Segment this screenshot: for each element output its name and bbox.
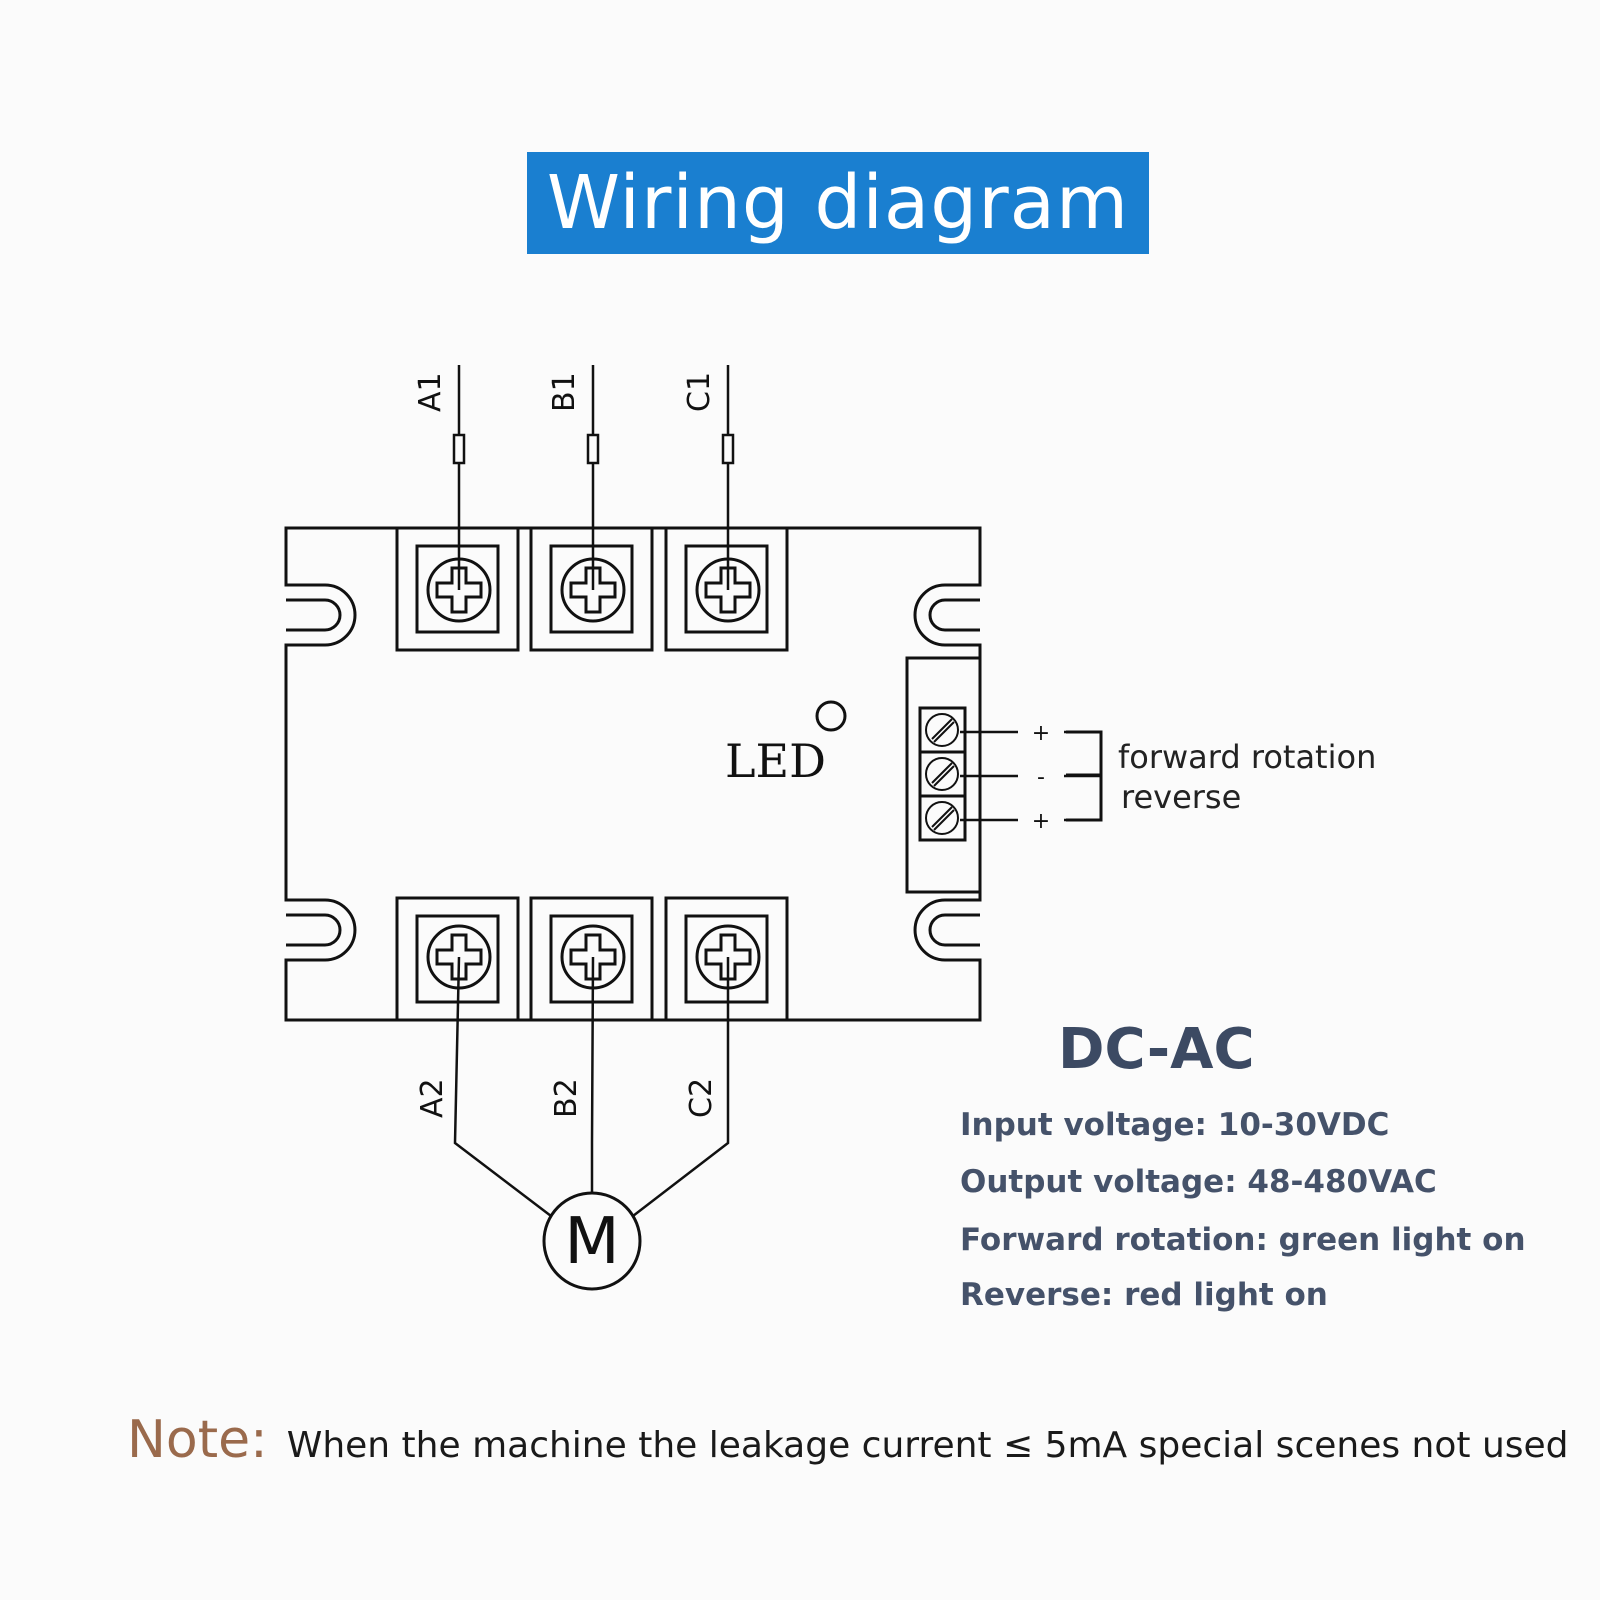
- control-sign-1: +: [1032, 721, 1050, 746]
- note-label: Note:: [127, 1410, 268, 1470]
- motor-label: M: [564, 1205, 619, 1279]
- terminal-c2-inner-frame: [684, 914, 769, 1004]
- terminal-b1-screw-cross: [569, 566, 617, 614]
- wire-a2: [453, 956, 552, 1217]
- fuse-a1: [452, 433, 466, 465]
- terminal-a2-screw-cross: [435, 933, 483, 981]
- control-screw-3: [925, 801, 959, 835]
- wire-b2: [590, 956, 595, 1193]
- terminal-c1-screw-cross: [704, 566, 752, 614]
- label-b1: B1: [547, 372, 582, 412]
- fuse-c1: [721, 433, 735, 465]
- fuse-b1: [586, 433, 600, 465]
- spec-reverse: Reverse: red light on: [960, 1277, 1328, 1313]
- control-screw-1-slot-b: [933, 721, 955, 743]
- terminal-c1-housing: [664, 526, 789, 652]
- control-screw-1: [925, 713, 959, 747]
- page-title: Wiring diagram: [546, 160, 1130, 246]
- control-screw-2-slot-b: [933, 765, 955, 787]
- bracket-forward: [1066, 730, 1103, 777]
- terminal-b1-housing: [529, 526, 654, 652]
- terminal-c2-housing: [664, 896, 789, 1022]
- label-a1: A1: [413, 372, 448, 412]
- spec-heading: DC-AC: [1058, 1017, 1255, 1082]
- control-screw-3-slot-b: [933, 809, 955, 831]
- terminal-a1-inner-frame: [415, 544, 500, 634]
- note-text: When the machine the leakage current ≤ 5…: [286, 1425, 1569, 1466]
- label-forward-rotation: forward rotation: [1118, 738, 1376, 776]
- label-reverse: reverse: [1121, 778, 1241, 816]
- spec-output-voltage: Output voltage: 48-480VAC: [960, 1164, 1437, 1200]
- control-sign-2: -: [1037, 765, 1045, 790]
- control-screw-1-slot-a: [931, 718, 953, 740]
- label-c2: C2: [684, 1078, 719, 1118]
- label-a2: A2: [415, 1078, 450, 1118]
- terminal-c2-screw-cross: [704, 933, 752, 981]
- note: Note: When the machine the leakage curre…: [127, 1410, 1569, 1470]
- terminal-b2-inner-frame: [549, 914, 634, 1004]
- mounting-slot-inner-left-bottom: [286, 913, 342, 947]
- spec-forward-rotation: Forward rotation: green light on: [960, 1222, 1526, 1258]
- wire-c2: [632, 957, 730, 1217]
- mounting-slot-inner-right-bottom: [928, 913, 980, 947]
- terminal-b1-inner-frame: [549, 544, 634, 634]
- label-c1: C1: [682, 372, 717, 412]
- led-label: LED: [725, 734, 826, 788]
- control-terminal-frame: [918, 706, 967, 842]
- mounting-slot-inner-right-top: [928, 598, 980, 632]
- terminal-a1-screw-cross: [435, 566, 483, 614]
- control-screw-3-slot-a: [931, 806, 953, 828]
- control-screw-2-head: [925, 757, 959, 791]
- control-screw-3-head: [925, 801, 959, 835]
- control-screw-2-slot-a: [931, 762, 953, 784]
- terminal-b2-screw-cross: [569, 933, 617, 981]
- control-screw-2: [925, 757, 959, 791]
- terminal-c1-inner-frame: [684, 544, 769, 634]
- control-screw-1-head: [925, 713, 959, 747]
- spec-input-voltage: Input voltage: 10-30VDC: [960, 1107, 1390, 1143]
- title-banner: Wiring diagram: [527, 152, 1149, 254]
- label-b2: B2: [549, 1078, 584, 1118]
- led-indicator: [815, 700, 847, 732]
- relay-body: [284, 526, 982, 1022]
- mounting-slot-inner-left-top: [286, 598, 342, 632]
- control-sign-3: +: [1032, 809, 1050, 834]
- bracket-reverse: [1066, 773, 1103, 822]
- terminal-a1-housing: [395, 526, 520, 652]
